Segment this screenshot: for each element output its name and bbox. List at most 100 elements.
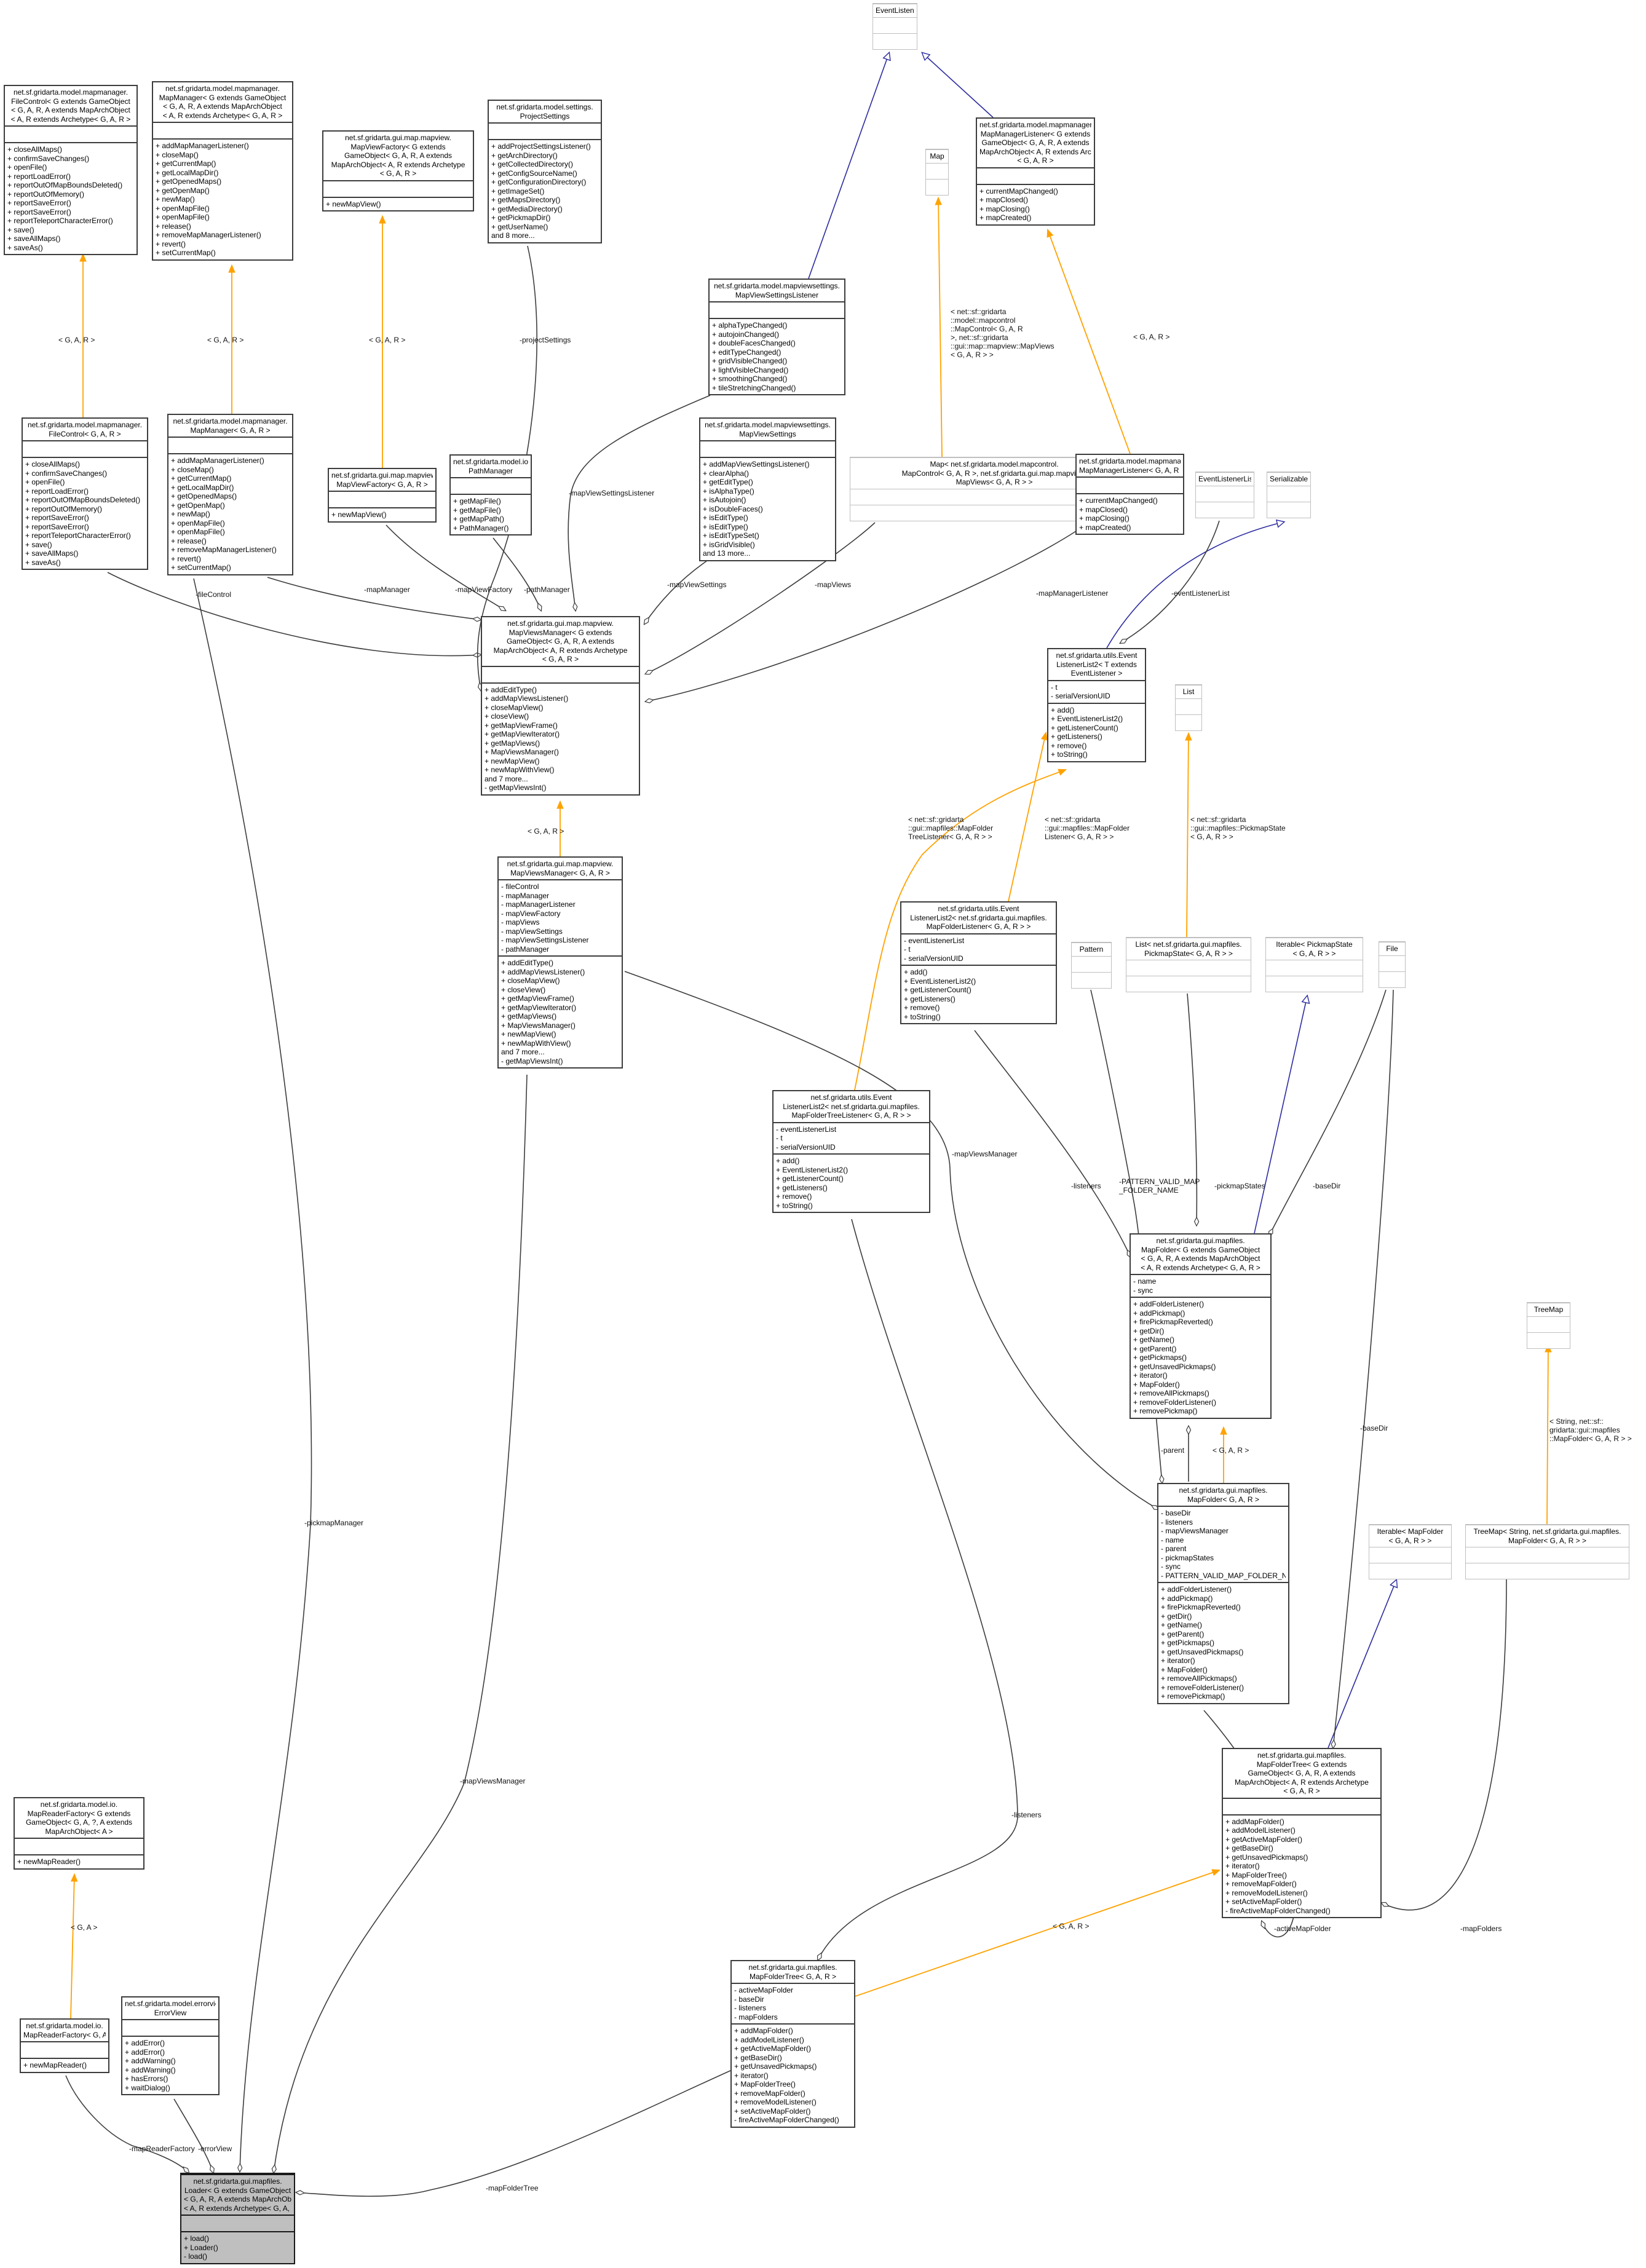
edge-label-line: -mapViewFactory [455, 585, 513, 594]
class-box-loader[interactable]: net.sf.gridarta.gui.mapfiles.Loader< G e… [180, 2173, 295, 2264]
class-box-serializable[interactable]: Serializable [1267, 472, 1311, 518]
class-title: net.sf.gridarta.gui.mapfiles.MapFolder< … [1158, 1484, 1288, 1506]
edge-template-foldertreelistener [854, 769, 1067, 1091]
attribute-row: - mapViewsManager [1161, 1527, 1229, 1535]
method-row: - fireActiveMapFolderChanged() [734, 2116, 839, 2124]
method-row: + removeMapFolder() [734, 2088, 805, 2098]
method-row: + addMapViewsListener() [501, 967, 585, 976]
class-title-line: EventListener [876, 6, 914, 15]
edge-label-map-views-manager-2: -mapViewsManager [460, 1777, 526, 1785]
class-box-iterable-map-folder[interactable]: Iterable< MapFolder< G, A, R > > [1369, 1524, 1452, 1579]
method-row: + addFolderListener() [1161, 1585, 1232, 1594]
edge-label-line: < net::sf::gridarta [908, 815, 964, 824]
edge-label-line: -parent [1161, 1446, 1185, 1455]
class-box-map-folder-generic[interactable]: net.sf.gridarta.gui.mapfiles.MapFolder< … [1130, 1233, 1272, 1419]
class-box-map-folder[interactable]: net.sf.gridarta.gui.mapfiles.MapFolder< … [1157, 1483, 1289, 1704]
class-box-event-listener-list[interactable]: EventListenerList [1195, 472, 1254, 518]
class-box-map[interactable]: Map [925, 149, 949, 196]
method-row: + newMapWithView() [485, 765, 555, 774]
class-box-map-reader-factory[interactable]: net.sf.gridarta.model.io.MapReaderFactor… [20, 2018, 109, 2073]
edge-template-map [935, 196, 943, 457]
class-box-map-folder-tree[interactable]: net.sf.gridarta.gui.mapfiles.MapFolderTr… [730, 1960, 855, 2128]
class-box-map-view-factory-generic[interactable]: net.sf.gridarta.gui.map.mapview.MapViewF… [322, 130, 474, 211]
edge-label-map-view-factory: -mapViewFactory [455, 585, 512, 594]
edge-member-folder-mapviewsmanager [624, 971, 1158, 1509]
class-box-event-listener[interactable]: EventListener [872, 3, 917, 50]
class-title: net.sf.gridarta.gui.map.mapview.MapViews… [482, 617, 639, 666]
class-box-tree-map[interactable]: TreeMap [1527, 1302, 1570, 1349]
attribute-row: - mapManager [501, 891, 550, 900]
edge-label-map-manager-listener: -mapManagerListener [1036, 589, 1108, 598]
method-row: + getBaseDir() [1225, 1844, 1273, 1852]
class-box-map-views-manager[interactable]: net.sf.gridarta.gui.map.mapview.MapViews… [497, 856, 623, 1069]
class-title-line: net.sf.gridarta.model.mapmanager. [165, 84, 280, 93]
edge-member-eventlistenerlist [1120, 520, 1220, 643]
class-title: Serializable [1267, 472, 1310, 486]
class-box-map-reader-factory-generic[interactable]: net.sf.gridarta.model.io.MapReaderFactor… [14, 1797, 144, 1870]
method-row: + openMapFile() [156, 203, 210, 213]
method-row: + addMapManagerListener() [171, 456, 264, 465]
attributes-compartment: - eventListenerList- t- serialVersionUID [901, 933, 1056, 965]
edge-label-line: -mapViewsManager [952, 1150, 1018, 1158]
class-box-map-manager-listener-generic[interactable]: net.sf.gridarta.model.mapmanager.MapMana… [976, 117, 1095, 226]
edge-label-line: < G, A, R > [369, 336, 406, 344]
class-box-map-manager-listener[interactable]: net.sf.gridarta.model.mapmanager.MapMana… [1075, 454, 1184, 535]
method-row: + removePickmap() [1133, 1407, 1198, 1415]
attributes-compartment [21, 2041, 108, 2058]
method-row: + save() [7, 225, 34, 234]
class-box-list[interactable]: List [1175, 684, 1202, 731]
class-box-map-folder-tree-generic[interactable]: net.sf.gridarta.gui.mapfiles.MapFolderTr… [1222, 1748, 1382, 1918]
method-row: + editTypeChanged() [712, 347, 781, 357]
class-box-file[interactable]: File [1379, 941, 1406, 988]
method-row: + closeMap() [156, 150, 199, 159]
method-row: + getUnsavedPickmaps() [1133, 1362, 1216, 1371]
class-box-list-pickmap-state[interactable]: List< net.sf.gridarta.gui.mapfiles.Pickm… [1126, 937, 1251, 992]
attribute-row: - listeners [1161, 1517, 1193, 1527]
attribute-row: - pickmapStates [1161, 1553, 1214, 1562]
class-box-map-view-factory[interactable]: net.sf.gridarta.gui.map.mapview.MapViewF… [328, 468, 437, 523]
class-box-file-control-generic[interactable]: net.sf.gridarta.model.mapmanager.FileCon… [4, 85, 138, 255]
class-title-line: net.sf.gridarta.model.mapmanager. [979, 121, 1091, 129]
attribute-row: - t [776, 1134, 783, 1142]
class-title-line: < G, A, R > > [1388, 1536, 1432, 1545]
class-box-map-manager[interactable]: net.sf.gridarta.model.mapmanager.MapMana… [167, 414, 293, 575]
class-box-map-views-manager-generic[interactable]: net.sf.gridarta.gui.map.mapview.MapViews… [481, 616, 640, 796]
class-box-map-view-settings[interactable]: net.sf.gridarta.model.mapviewsettings.Ma… [699, 417, 836, 561]
class-title: net.sf.gridarta.gui.map.mapview.MapViews… [499, 858, 622, 879]
method-row: + getName() [1161, 1621, 1203, 1629]
edge-label-line: -listeners [1011, 1811, 1042, 1819]
method-row: + MapFolder() [1161, 1665, 1208, 1674]
edge-label-line: < net::sf::gridarta [1045, 815, 1101, 824]
class-box-path-manager[interactable]: net.sf.gridarta.model.io.PathManager+ ge… [449, 454, 532, 535]
method-row: + addFolderListener() [1133, 1300, 1205, 1308]
class-title-line: net.sf.gridarta.model.io. [453, 457, 528, 466]
method-row: + removeFolderListener() [1133, 1397, 1217, 1407]
edge-label-line: -mapManagerListener [1036, 589, 1109, 598]
class-box-map-view-settings-listener[interactable]: net.sf.gridarta.model.mapviewsettings.Ma… [708, 279, 845, 395]
empty-compartment [926, 178, 948, 195]
class-title: net.sf.gridarta.gui.mapfiles.MapFolder< … [1131, 1235, 1270, 1274]
class-box-error-view[interactable]: net.sf.gridarta.model.errorview.ErrorVie… [121, 1996, 220, 2095]
empty-compartment [1527, 1332, 1570, 1348]
class-box-file-control[interactable]: net.sf.gridarta.model.mapmanager.FileCon… [22, 417, 148, 570]
class-box-pattern[interactable]: Pattern [1071, 942, 1112, 989]
edge-member-loader-errorview [173, 2098, 213, 2173]
method-row: - load() [184, 2252, 208, 2261]
class-title-line: Iterable< PickmapState [1276, 940, 1353, 949]
class-box-project-settings[interactable]: net.sf.gridarta.model.settings.ProjectSe… [488, 100, 602, 243]
class-title-line: net.sf.gridarta.gui.map.mapview. [507, 619, 614, 628]
method-row: + isEditType() [703, 522, 748, 531]
methods-compartment: + newMapReader() [21, 2058, 108, 2072]
class-box-map-manager-generic[interactable]: net.sf.gridarta.model.mapmanager.MapMana… [152, 81, 293, 261]
attribute-row: - baseDir [1161, 1509, 1191, 1517]
method-row: + toString() [1051, 750, 1088, 759]
class-box-iterable-pickmap-state[interactable]: Iterable< PickmapState< G, A, R > > [1265, 937, 1363, 992]
class-box-tree-map-string[interactable]: TreeMap< String, net.sf.gridarta.gui.map… [1465, 1524, 1629, 1579]
empty-compartment [1196, 485, 1254, 502]
methods-compartment: + add()+ EventListenerList2()+ getListen… [1048, 702, 1145, 761]
edge-label-map-reader-factory: -mapReaderFactory [129, 2144, 195, 2153]
